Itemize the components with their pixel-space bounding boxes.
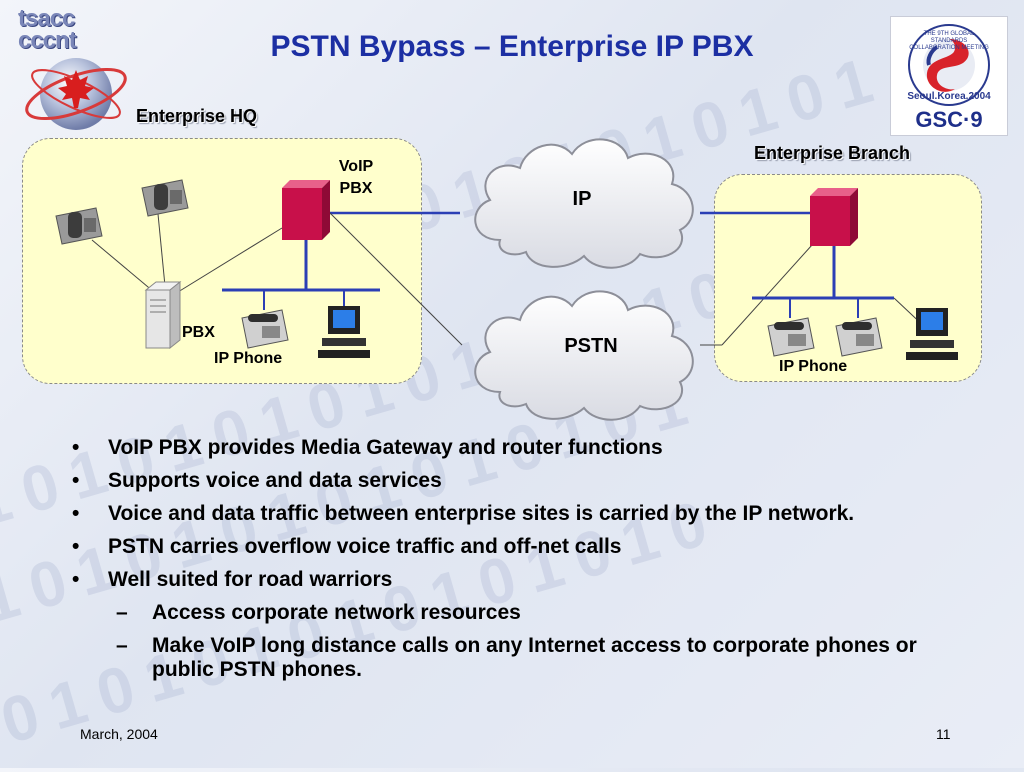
bullet-text: Supports voice and data services bbox=[108, 469, 442, 492]
sub-bullet-item: – Make VoIP long distance calls on any In… bbox=[72, 634, 972, 682]
dash-marker: – bbox=[116, 601, 128, 624]
branch-ip-phone-2-icon bbox=[835, 317, 883, 357]
bullet-text: VoIP PBX provides Media Gateway and rout… bbox=[108, 436, 663, 459]
branch-ip-phone-1-icon bbox=[767, 317, 815, 357]
slide-title: PSTN Bypass – Enterprise IP PBX bbox=[270, 30, 754, 63]
dash-marker: – bbox=[116, 634, 128, 657]
branch-ip-phone-label: IP Phone bbox=[779, 358, 848, 375]
bullet-marker: • bbox=[72, 502, 80, 525]
page-number: 11 bbox=[936, 726, 951, 742]
phone2-to-pbx-link bbox=[157, 213, 166, 287]
bullet-text: Voice and data traffic between enterpris… bbox=[108, 502, 855, 525]
tsacc-logo: tsacc cccnt bbox=[18, 5, 128, 138]
sub-bullet-item: – Access corporate network resources bbox=[72, 601, 972, 625]
pstn-cloud bbox=[474, 290, 694, 421]
pbx-label: PBX bbox=[182, 324, 215, 341]
bullet-item: • Supports voice and data services bbox=[72, 469, 972, 493]
gsc9-emblem-icon bbox=[908, 24, 990, 106]
bullet-marker: • bbox=[72, 469, 80, 492]
branch-computer-icon bbox=[906, 308, 958, 360]
voip-pbx-label-line2: PBX bbox=[339, 180, 373, 197]
globe-maple-icon bbox=[25, 58, 127, 130]
branch-voip-pbx-icon bbox=[810, 188, 858, 246]
bullet-marker: • bbox=[72, 568, 80, 591]
bullet-item: • VoIP PBX provides Media Gateway and rou… bbox=[72, 436, 972, 460]
legacy-pbx-icon bbox=[144, 280, 182, 350]
pbx-to-pstn-link bbox=[329, 212, 463, 346]
bullet-item: • PSTN carries overflow voice traffic and… bbox=[72, 535, 972, 559]
pstn-cloud-label: PSTN bbox=[564, 335, 618, 357]
hq-computer-icon bbox=[318, 306, 370, 358]
bullet-marker: • bbox=[72, 436, 80, 459]
pstn-to-branch-pbx-link bbox=[721, 244, 813, 346]
hq-phone-2-icon bbox=[141, 179, 189, 217]
hq-voip-pbx-icon bbox=[282, 180, 330, 240]
bullet-text: PSTN carries overflow voice traffic and … bbox=[108, 535, 622, 558]
phone1-to-pbx-link bbox=[91, 239, 155, 293]
ip-cloud bbox=[474, 138, 694, 269]
hq-ip-phone-icon bbox=[241, 309, 289, 349]
pbx-to-voip-link bbox=[177, 227, 283, 293]
hq-ip-phone-label: IP Phone bbox=[214, 350, 283, 367]
network-diagram bbox=[55, 138, 958, 421]
bullet-list: • VoIP PBX provides Media Gateway and rou… bbox=[72, 436, 972, 691]
voip-pbx-label-line1: VoIP bbox=[338, 158, 374, 175]
hq-label: Enterprise HQ bbox=[136, 106, 258, 126]
logo-line2: cccnt bbox=[18, 27, 77, 54]
logo-mark: GSC·9 bbox=[915, 107, 983, 132]
logo-city: Seoul.Korea.2004 bbox=[907, 91, 991, 102]
bullet-text: Well suited for road warriors bbox=[108, 568, 393, 591]
footer-date: March, 2004 bbox=[80, 726, 158, 742]
bullet-item: • Well suited for road warriors bbox=[72, 568, 972, 592]
gsc9-logo: THE 9TH GLOBAL STANDARDS COLLABORATION M… bbox=[890, 16, 1008, 136]
sub-bullet-text: Make VoIP long distance calls on any Int… bbox=[152, 634, 917, 681]
voip-pbx-label: VoIP PBX bbox=[332, 156, 380, 200]
bullet-marker: • bbox=[72, 535, 80, 558]
hq-phone-1-icon bbox=[55, 207, 103, 245]
branch-label: Enterprise Branch bbox=[754, 143, 911, 163]
ip-cloud-label: IP bbox=[572, 188, 592, 210]
bullet-item: • Voice and data traffic between enterpri… bbox=[72, 502, 972, 526]
ring-text: THE 9TH GLOBAL STANDARDS COLLABORATION M… bbox=[909, 31, 989, 51]
logo-line1: tsacc bbox=[18, 5, 75, 32]
sub-bullet-text: Access corporate network resources bbox=[152, 601, 521, 624]
